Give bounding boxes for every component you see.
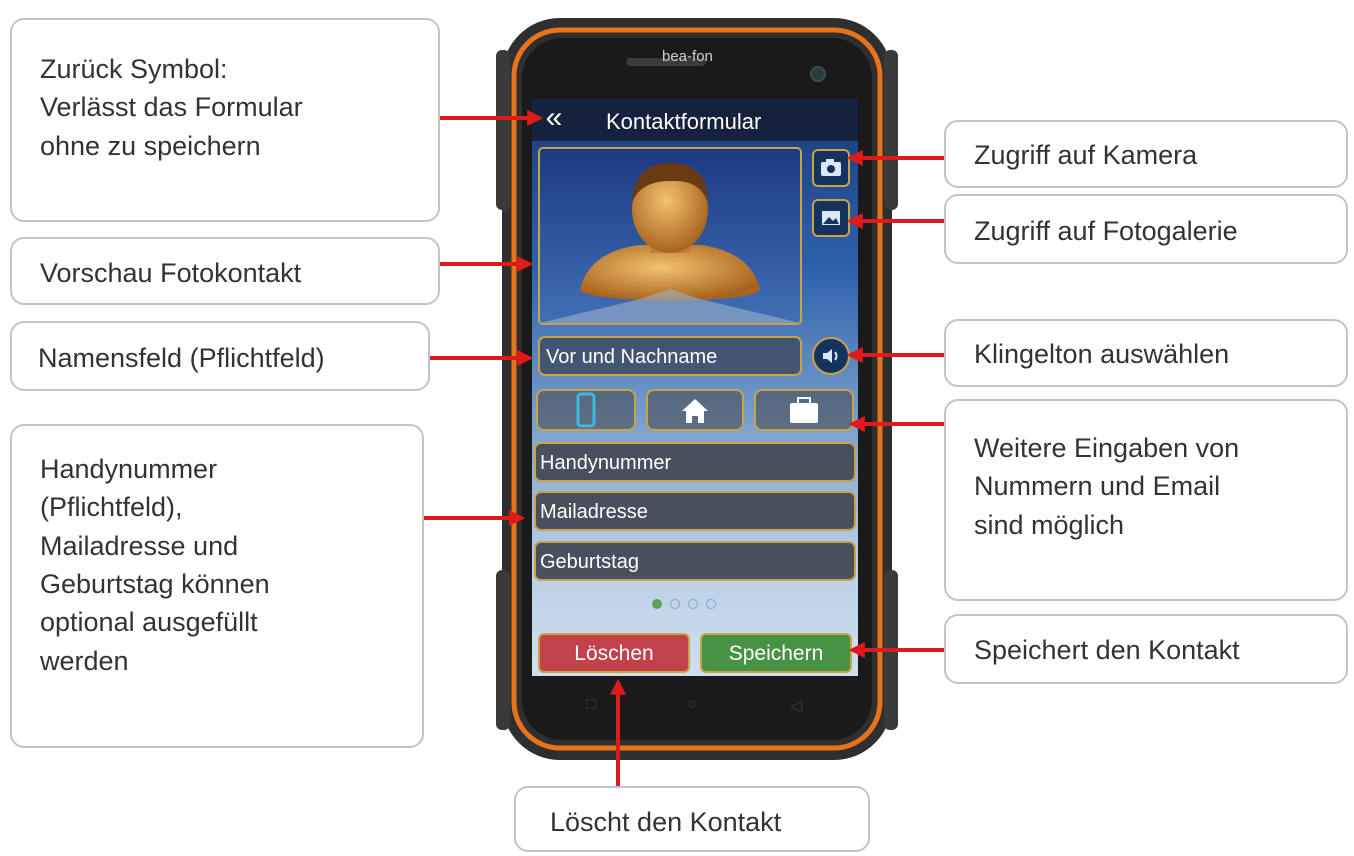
mobile-number-field[interactable]: Handynummer: [534, 442, 856, 482]
image-icon: [822, 211, 840, 225]
callout-camera: Zugriff auf Kamera: [944, 120, 1348, 188]
callout-delete: Löscht den Kontakt: [514, 786, 870, 852]
callout-optional-fields-text: Handynummer (Pflichtfeld), Mailadresse u…: [40, 454, 270, 676]
page-dot: [688, 599, 698, 609]
briefcase-icon: [790, 397, 818, 423]
back-icon[interactable]: «: [545, 101, 563, 134]
page-title: Kontaktformular: [606, 109, 762, 134]
callout-photo-preview-text: Vorschau Fotokontakt: [40, 258, 302, 288]
back-key[interactable]: ◁: [790, 698, 803, 715]
page-indicator: [648, 596, 720, 614]
app-screen: « Kontaktformular Vor und N: [532, 99, 858, 676]
name-input[interactable]: Vor und Nachname: [538, 336, 802, 376]
delete-button[interactable]: Löschen: [538, 633, 690, 673]
save-button[interactable]: Speichern: [700, 633, 852, 673]
birthday-field[interactable]: Geburtstag: [534, 541, 856, 581]
brand-logo: bea-fon: [662, 48, 713, 65]
avatar-icon: [540, 163, 800, 323]
callout-back: Zurück Symbol: Verlässt das Formular ohn…: [10, 18, 440, 222]
callout-ringtone: Klingelton auswählen: [944, 319, 1348, 387]
tab-mobile[interactable]: [536, 389, 636, 431]
tab-work[interactable]: [754, 389, 854, 431]
home-icon: [682, 399, 708, 423]
callout-name-field-text: Namensfeld (Pflichtfeld): [38, 343, 325, 373]
callout-delete-text: Löscht den Kontakt: [550, 807, 782, 837]
page-dot: [652, 599, 662, 609]
speaker-icon: [823, 349, 838, 363]
callout-photo-preview: Vorschau Fotokontakt: [10, 237, 440, 305]
title-bar: « Kontaktformular: [532, 99, 858, 141]
page-dot: [670, 599, 680, 609]
callout-save: Speichert den Kontakt: [944, 614, 1348, 684]
gallery-button[interactable]: [812, 199, 850, 237]
camera-button[interactable]: [812, 149, 850, 187]
contact-photo-preview: [538, 147, 802, 325]
recents-key[interactable]: □: [586, 696, 596, 713]
callout-name-field: Namensfeld (Pflichtfeld): [10, 321, 430, 391]
page-dot: [706, 599, 716, 609]
callout-more-inputs-text: Weitere Eingaben von Nummern und Email s…: [974, 433, 1240, 540]
callout-back-text: Zurück Symbol: Verlässt das Formular ohn…: [40, 54, 303, 161]
tab-home[interactable]: [646, 389, 744, 431]
callout-more-inputs: Weitere Eingaben von Nummern und Email s…: [944, 399, 1348, 601]
callout-ringtone-text: Klingelton auswählen: [974, 339, 1230, 369]
callout-optional-fields: Handynummer (Pflichtfeld), Mailadresse u…: [10, 424, 424, 748]
mobile-icon: [576, 392, 596, 428]
callout-camera-text: Zugriff auf Kamera: [974, 140, 1198, 170]
home-key[interactable]: ○: [688, 696, 698, 713]
camera-icon: [821, 159, 841, 176]
callout-gallery-text: Zugriff auf Fotogalerie: [974, 216, 1238, 246]
email-field[interactable]: Mailadresse: [534, 491, 856, 531]
callout-gallery: Zugriff auf Fotogalerie: [944, 194, 1348, 264]
callout-save-text: Speichert den Kontakt: [974, 635, 1240, 665]
ringtone-button[interactable]: [812, 337, 850, 375]
